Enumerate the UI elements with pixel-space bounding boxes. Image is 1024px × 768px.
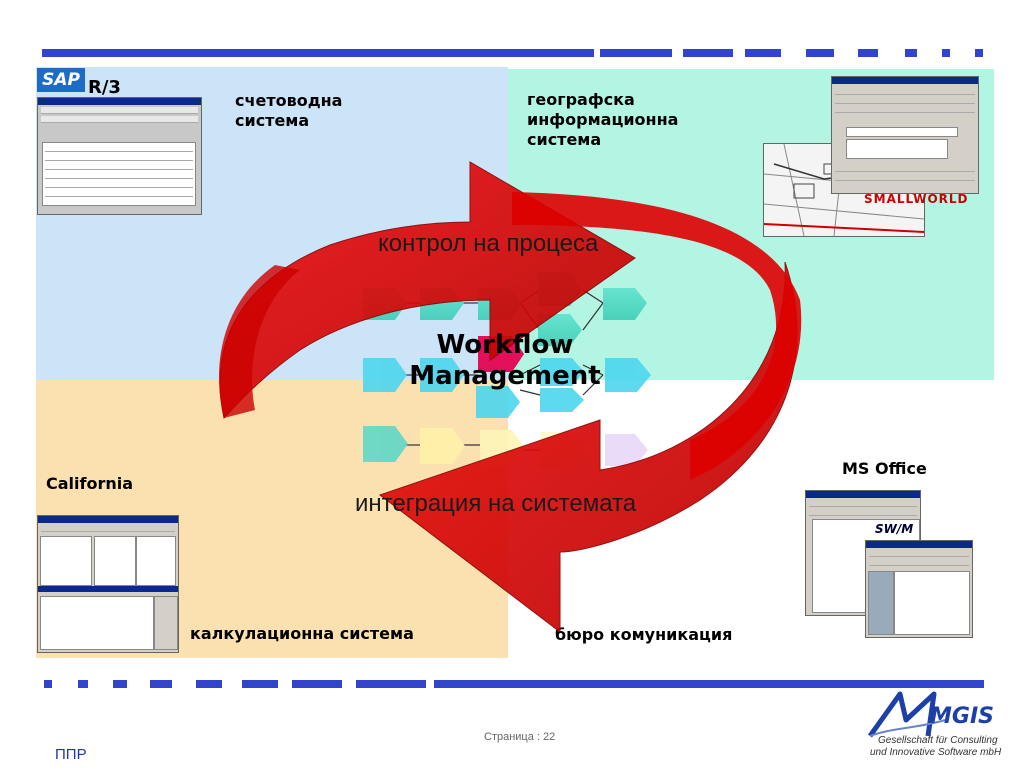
workflow-row-2 — [363, 358, 651, 418]
system-integration-text: интеграция на системата — [355, 490, 637, 517]
gis-dialog — [831, 76, 979, 194]
ms-office-label: MS Office — [842, 459, 927, 478]
accounting-label: счетоводна система — [235, 91, 343, 130]
mgis-logo-line1: Gesellschaft für Consulting — [878, 735, 998, 746]
costing-label: калкулационна система — [190, 624, 414, 643]
california-screenshot — [37, 515, 179, 653]
lower-red-arrow — [378, 261, 798, 634]
swm-logo: SW/M — [875, 522, 914, 536]
sap-logo: SAP — [37, 68, 85, 92]
footer-left-text: ППР — [55, 746, 87, 763]
mgis-logo: MGIS Gesellschaft für Consulting und Inn… — [860, 690, 1001, 760]
r3-label: R/3 — [88, 77, 121, 98]
gis-label: географска информационна система — [527, 90, 679, 149]
mgis-logo-line2: und Innovative Software mbH — [870, 747, 1002, 758]
page-number: Страница : 22 — [484, 731, 556, 743]
office-comm-label: бюро комуникация — [555, 625, 733, 644]
mgis-logo-name: MGIS — [930, 704, 994, 729]
left-arrow-band — [219, 265, 300, 418]
smallworld-logo: SMALLWORLD — [864, 192, 969, 206]
outlook-screenshot — [865, 540, 973, 638]
mgis-logo-mark — [867, 691, 946, 738]
workflow-title: Workflow Management — [409, 330, 601, 391]
right-arrow-band — [512, 192, 802, 480]
process-control-text: контрол на процеса — [378, 230, 599, 257]
sap-screenshot — [37, 97, 202, 215]
california-label: California — [46, 474, 134, 493]
